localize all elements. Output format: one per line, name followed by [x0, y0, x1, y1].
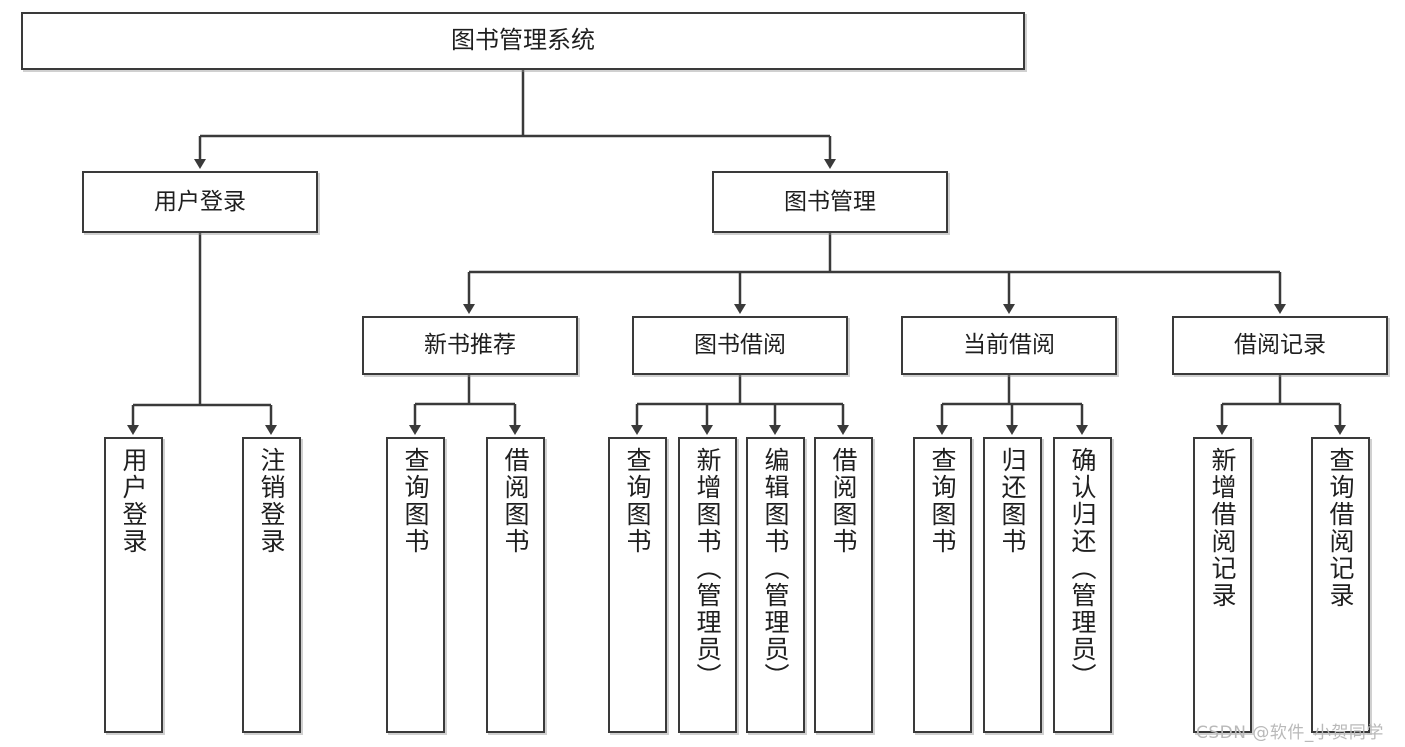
node-leaf-return-book-label: 归还图书	[998, 447, 1027, 555]
node-book-borrow-label: 图书借阅	[694, 332, 786, 359]
node-book-manage-label: 图书管理	[784, 188, 876, 215]
node-leaf-query-book-2[interactable]: 查询图书	[608, 437, 667, 733]
node-leaf-logout[interactable]: 注销登录	[242, 437, 301, 733]
node-leaf-borrow-book-1[interactable]: 借阅图书	[486, 437, 545, 733]
node-leaf-query-book-2-label: 查询图书	[623, 447, 652, 555]
node-leaf-query-record-label: 查询借阅记录	[1326, 447, 1355, 609]
node-leaf-add-book-label: 新增图书（管理员）	[693, 447, 722, 690]
node-leaf-query-book-3-label: 查询图书	[928, 447, 957, 555]
node-leaf-borrow-book-1-label: 借阅图书	[501, 447, 530, 555]
node-leaf-edit-book[interactable]: 编辑图书（管理员）	[746, 437, 805, 733]
node-borrow-record-label: 借阅记录	[1234, 332, 1326, 359]
node-leaf-query-book-1-label: 查询图书	[401, 447, 430, 555]
node-leaf-query-book-1[interactable]: 查询图书	[386, 437, 445, 733]
node-leaf-user-login-label: 用户登录	[119, 447, 148, 555]
node-new-book-rec-label: 新书推荐	[424, 332, 516, 359]
node-book-manage[interactable]: 图书管理	[712, 171, 948, 233]
node-borrow-record[interactable]: 借阅记录	[1172, 316, 1388, 375]
node-current-borrow[interactable]: 当前借阅	[901, 316, 1117, 375]
node-user-login-label: 用户登录	[154, 188, 246, 215]
node-root[interactable]: 图书管理系统	[21, 12, 1025, 70]
node-new-book-rec[interactable]: 新书推荐	[362, 316, 578, 375]
node-leaf-user-login[interactable]: 用户登录	[104, 437, 163, 733]
node-root-label: 图书管理系统	[451, 26, 595, 55]
node-leaf-borrow-book-2-label: 借阅图书	[829, 447, 858, 555]
node-leaf-query-record[interactable]: 查询借阅记录	[1311, 437, 1370, 733]
csdn-watermark: CSDN @软件_小贺同学	[1196, 723, 1384, 743]
node-current-borrow-label: 当前借阅	[963, 332, 1055, 359]
node-leaf-borrow-book-2[interactable]: 借阅图书	[814, 437, 873, 733]
node-leaf-add-book[interactable]: 新增图书（管理员）	[678, 437, 737, 733]
node-book-borrow[interactable]: 图书借阅	[632, 316, 848, 375]
node-leaf-return-book[interactable]: 归还图书	[983, 437, 1042, 733]
node-user-login[interactable]: 用户登录	[82, 171, 318, 233]
node-leaf-confirm-return[interactable]: 确认归还（管理员）	[1053, 437, 1112, 733]
node-leaf-edit-book-label: 编辑图书（管理员）	[761, 447, 790, 690]
node-leaf-add-record-label: 新增借阅记录	[1208, 447, 1237, 609]
node-leaf-confirm-return-label: 确认归还（管理员）	[1068, 447, 1097, 690]
node-leaf-logout-label: 注销登录	[257, 447, 286, 555]
node-leaf-query-book-3[interactable]: 查询图书	[913, 437, 972, 733]
node-leaf-add-record[interactable]: 新增借阅记录	[1193, 437, 1252, 733]
